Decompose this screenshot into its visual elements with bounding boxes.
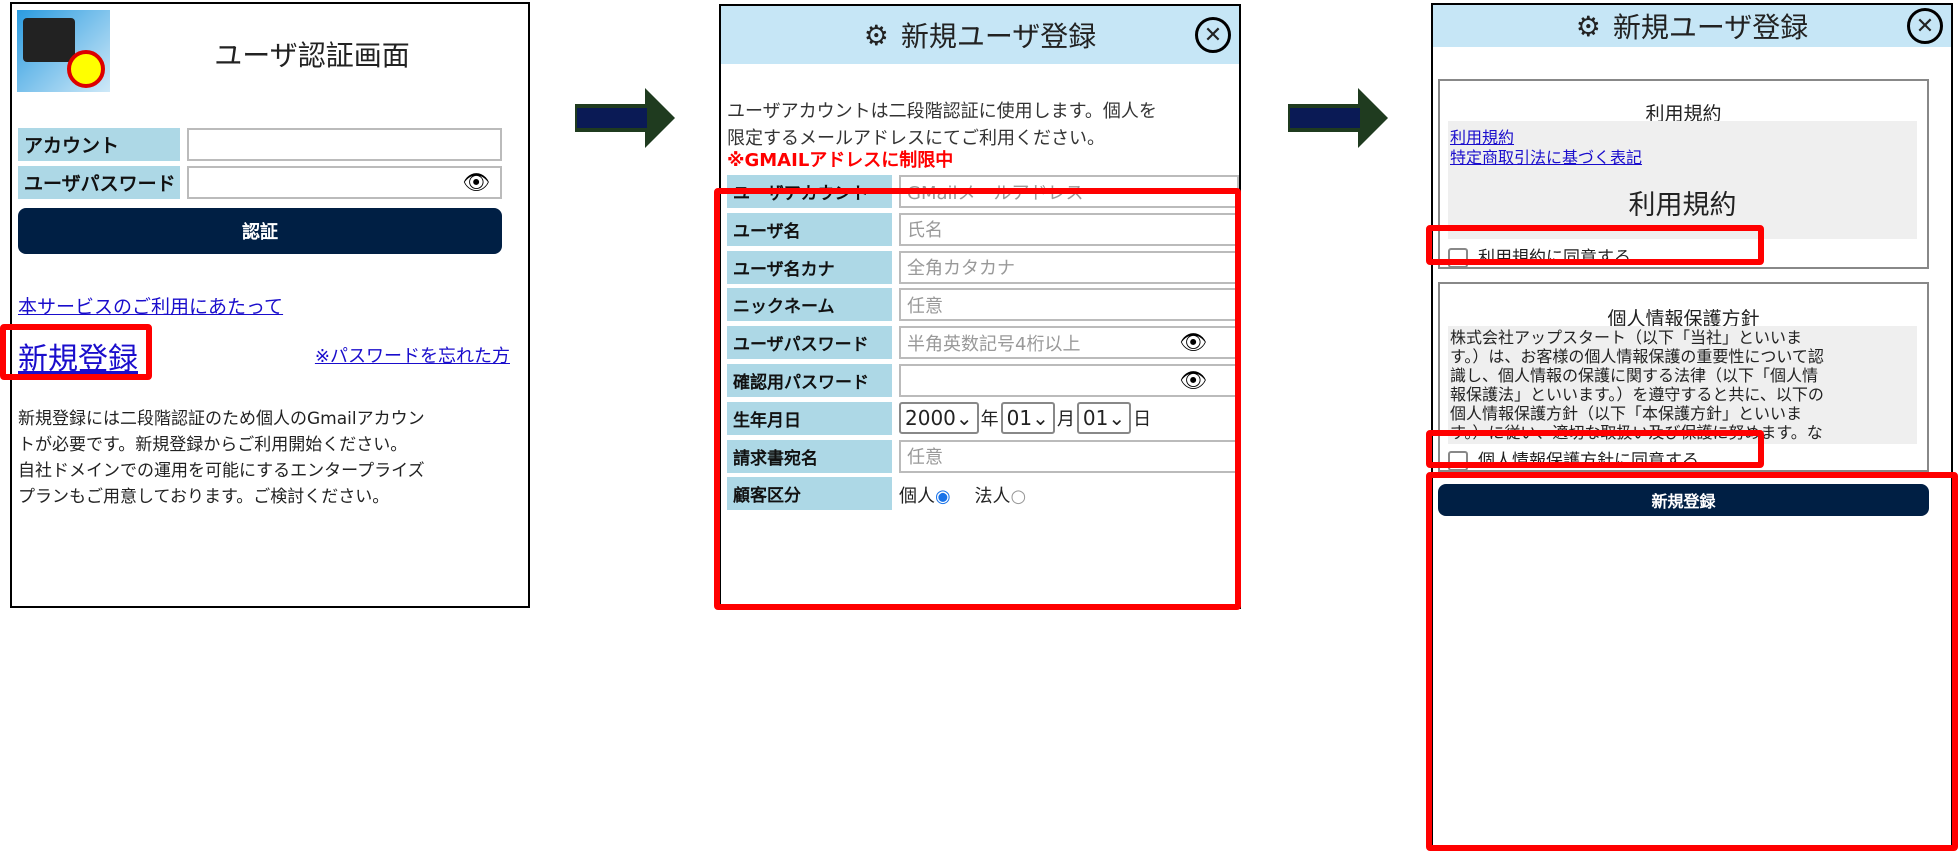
checkbox-icon[interactable]	[1448, 451, 1468, 471]
birthdate-label: 生年月日	[727, 401, 892, 435]
customer-type-radios: 個人◉ 法人○	[899, 482, 1026, 508]
agreement-title: 新規ユーザ登録	[1612, 11, 1809, 44]
page-title: ユーザ認証画面	[214, 39, 410, 72]
register-title: 新規ユーザ登録	[900, 20, 1097, 53]
radio-individual[interactable]: 個人◉	[899, 486, 951, 508]
eye-toggle-icon[interactable]: 👁	[1179, 368, 1207, 393]
about-service-link[interactable]: 本サービスのご利用にあたって	[18, 296, 284, 318]
radio-corporate[interactable]: 法人○	[974, 486, 1027, 508]
field-3-input[interactable]: 任意	[899, 288, 1239, 322]
terms-link[interactable]: 利用規約	[1450, 128, 1515, 147]
field-5-input[interactable]: 👁	[899, 364, 1239, 397]
terms-content: 利用規約 特定商取引法に基づく表記 利用規約	[1448, 121, 1917, 239]
eye-toggle-icon[interactable]: 👁	[462, 170, 490, 195]
app-logo	[17, 10, 110, 92]
register-link[interactable]: 新規登録	[18, 342, 138, 377]
field-5-label: 確認用パスワード	[727, 364, 892, 397]
agreement-screen: ⚙ 新規ユーザ登録 ✕ 利用規約 利用規約 特定商取引法に基づく表記 利用規約 …	[1431, 3, 1953, 851]
login-screen: ユーザ認証画面 アカウント ユーザパスワード 👁 認証 本サービスのご利用にあた…	[10, 2, 530, 608]
highlight-register-link	[0, 324, 152, 380]
settings-device-icon: ⚙	[1575, 9, 1601, 43]
day-select[interactable]: 01⌄	[1076, 401, 1132, 434]
account-label: アカウント	[18, 128, 180, 161]
field-4-label: ユーザパスワード	[727, 326, 892, 360]
birthdate-selects: 2000⌄年 01⌄月 01⌄日	[899, 401, 1151, 434]
field-1-input[interactable]: 氏名	[899, 212, 1239, 246]
checkbox-icon[interactable]	[1448, 248, 1468, 268]
highlight-terms-checkbox	[1426, 225, 1764, 265]
privacy-policy-text[interactable]: 株式会社アップスタート（以下「当社」といいます。）は、お客様の個人情報保護の重要…	[1448, 326, 1917, 444]
field-1-label: ユーザ名	[727, 212, 892, 246]
register-intro: ユーザアカウントは二段階認証に使用します。個人を限定するメールアドレスにてご利用…	[727, 101, 1157, 149]
password-label: ユーザパスワード	[18, 166, 180, 199]
forgot-password-link[interactable]: ※パスワードを忘れた方	[314, 346, 510, 367]
highlight-privacy-checkbox	[1426, 430, 1764, 468]
arrow-right-icon	[1288, 88, 1388, 148]
month-select[interactable]: 01⌄	[1000, 401, 1055, 434]
registration-notice: 新規登録には二段階認証のため個人のGmailアカウントが必要です。新規登録からご…	[18, 409, 425, 507]
year-select[interactable]: 2000⌄	[899, 401, 979, 434]
account-input[interactable]	[187, 128, 502, 161]
field-4-input[interactable]: 半角英数記号4桁以上👁	[899, 326, 1239, 360]
field-2-label: ユーザ名カナ	[727, 250, 892, 284]
register-button[interactable]: 新規登録	[1438, 484, 1929, 516]
eye-toggle-icon[interactable]: 👁	[1179, 330, 1207, 356]
password-input[interactable]: 👁	[187, 166, 502, 199]
arrow-right-icon	[575, 88, 675, 148]
highlight-form-fields	[714, 188, 1241, 610]
terms-section: 利用規約 利用規約 特定商取引法に基づく表記 利用規約 利用規約に同意する	[1438, 79, 1929, 269]
close-icon[interactable]: ✕	[1907, 8, 1943, 44]
register-form-screen: ⚙ 新規ユーザ登録 ✕ ユーザアカウントは二段階認証に使用します。個人を限定する…	[719, 4, 1241, 609]
billing-name-label: 請求書宛名	[727, 439, 892, 473]
field-2-input[interactable]: 全角カタカナ	[899, 250, 1239, 284]
register-header: ⚙ 新規ユーザ登録 ✕	[721, 6, 1239, 64]
close-icon[interactable]: ✕	[1195, 17, 1231, 53]
field-3-label: ニックネーム	[727, 288, 892, 322]
auth-button[interactable]: 認証	[18, 208, 502, 254]
gmail-warning: ※GMAILアドレスに制限中	[727, 150, 954, 171]
privacy-heading: 個人情報保護方針	[1607, 308, 1760, 330]
terms-heading: 利用規約	[1645, 103, 1722, 125]
settings-device-icon: ⚙	[863, 18, 889, 52]
terms-content-title: 利用規約	[1628, 190, 1737, 221]
highlight-register-button	[1426, 472, 1958, 851]
agreement-header: ⚙ 新規ユーザ登録 ✕	[1433, 5, 1951, 47]
commerce-law-link[interactable]: 特定商取引法に基づく表記	[1450, 148, 1643, 167]
customer-type-label: 顧客区分	[727, 477, 892, 511]
